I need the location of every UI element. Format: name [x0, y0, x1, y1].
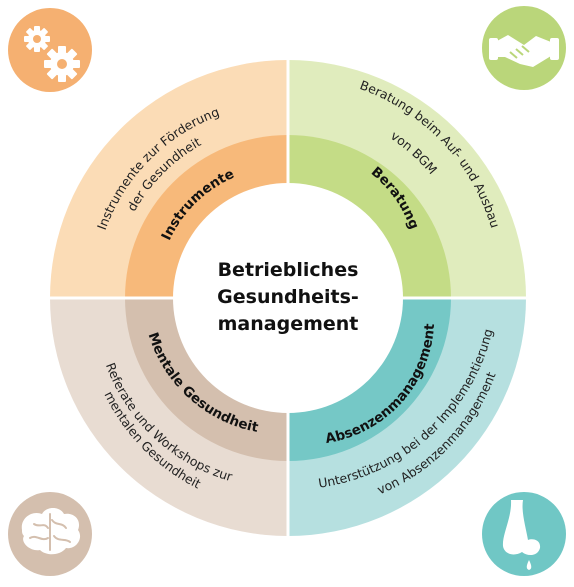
brain-icon [8, 492, 92, 576]
center-title-line-2: Gesundheits- [217, 286, 359, 308]
center-title-line-1: Betriebliches [218, 259, 359, 281]
center-title: Betriebliches Gesundheits- management [217, 259, 359, 335]
handshake-icon [482, 6, 566, 90]
nose-icon [482, 492, 566, 576]
center-circle [173, 183, 403, 413]
center-title-line-3: management [218, 313, 359, 335]
gears-icon [8, 8, 92, 92]
